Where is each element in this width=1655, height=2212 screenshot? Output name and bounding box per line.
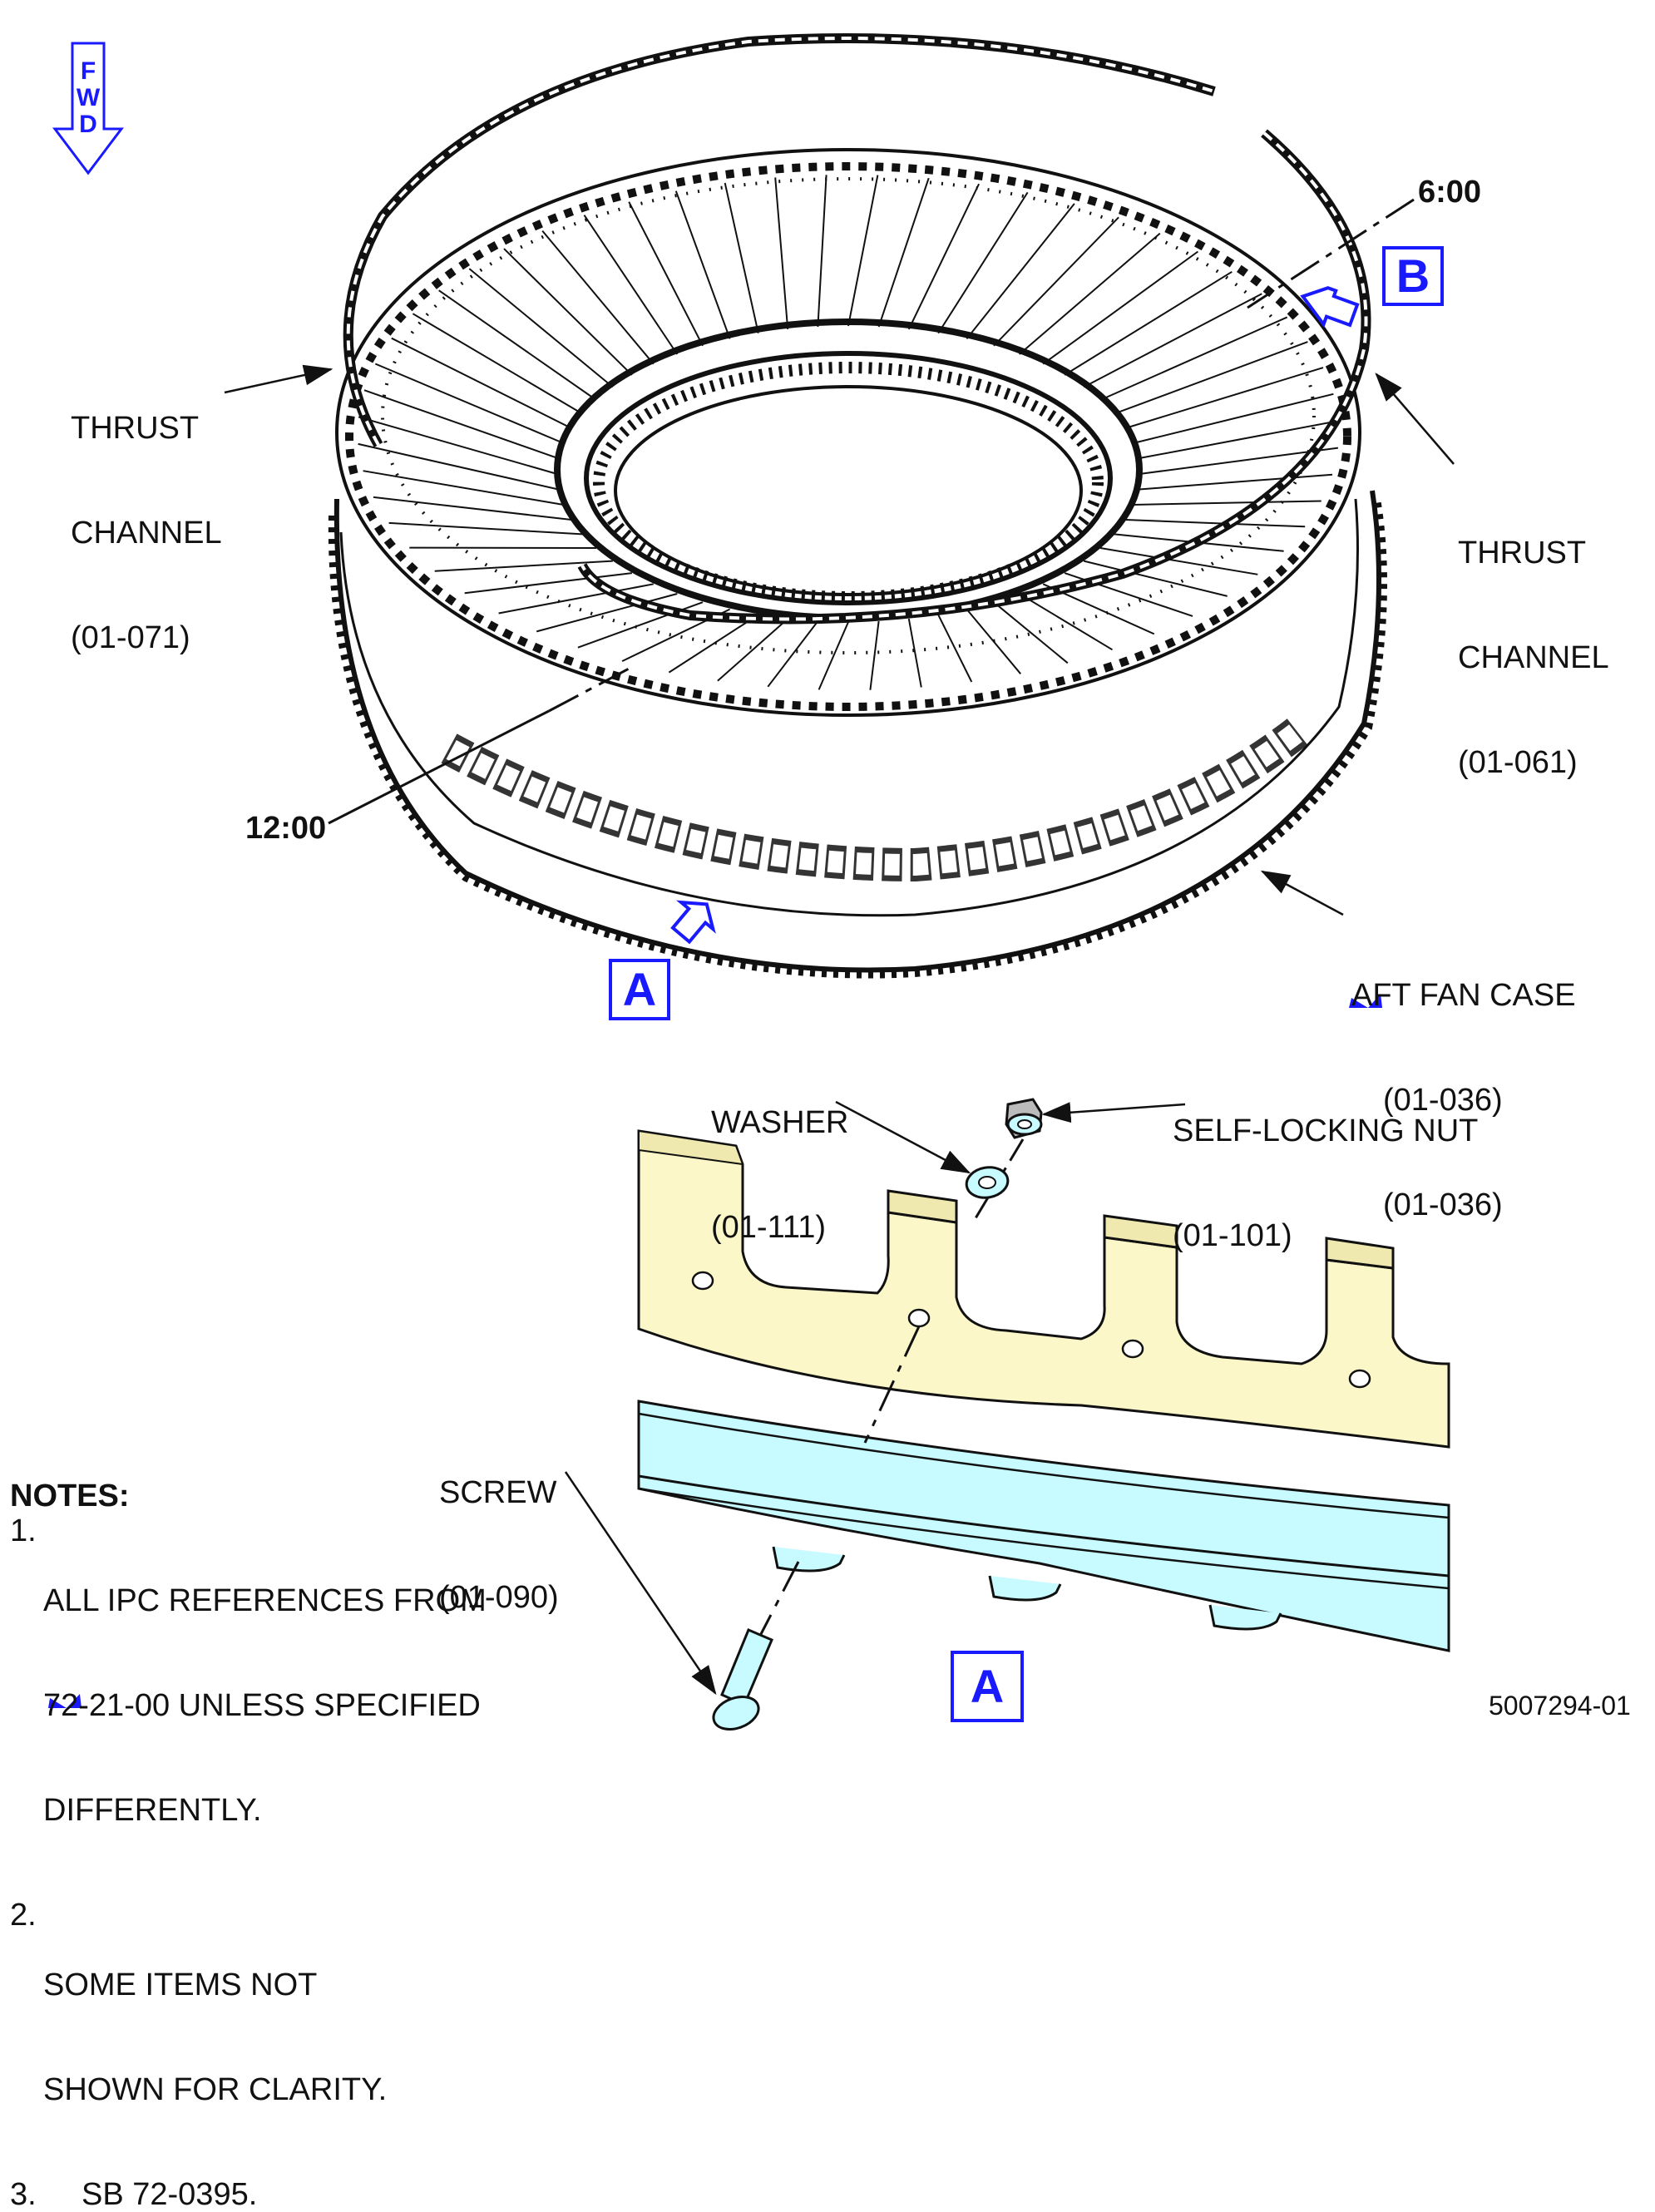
guide-vane [629, 202, 703, 346]
fwd-letter-w: W [72, 85, 105, 111]
clock-twelve: 12:00 [245, 811, 326, 846]
fwd-label: F W D [72, 58, 105, 138]
leader-nut [1044, 1104, 1185, 1114]
guide-vane [818, 175, 826, 327]
guide-vane [585, 215, 678, 354]
fwd-letter-f: F [72, 58, 105, 85]
detail-a-label: A [951, 1651, 1024, 1722]
guide-vane [1125, 520, 1305, 526]
thrust-channel-segment [639, 1401, 1449, 1651]
guide-vane [676, 191, 730, 339]
guide-vane [1138, 475, 1332, 490]
callout-self-locking-nut: SELF-LOCKING NUT (01-101) [1173, 1044, 1478, 1288]
note-1: 1. ALL IPC REFERENCES FROM 72-21-00 UNLE… [10, 1513, 487, 1898]
guide-vane [938, 192, 1027, 333]
guide-vane [909, 619, 921, 687]
guide-vane [870, 621, 878, 690]
guide-vane [358, 417, 557, 474]
view-b-label: B [1382, 246, 1444, 306]
guide-vane [768, 621, 818, 687]
aft-fan-case-top-rim [337, 150, 1360, 715]
guide-vane [966, 610, 1020, 674]
aft-fan-case-outer-band [337, 491, 1379, 970]
guide-vane [578, 602, 703, 648]
fwd-letter-d: D [72, 111, 105, 138]
notes-block: NOTES: 1. ALL IPC REFERENCES FROM 72-21-… [10, 1479, 487, 2212]
guide-vane [819, 622, 848, 689]
leader-thrust-channel-left [225, 369, 331, 393]
guide-vane [392, 338, 571, 428]
clock-six: 6:00 [1418, 175, 1481, 210]
guide-vane [1020, 594, 1113, 649]
guide-vane [504, 249, 632, 375]
guide-vane [775, 178, 788, 329]
leader-screw [566, 1472, 715, 1693]
guide-vane [413, 314, 582, 413]
screw [709, 1630, 772, 1735]
leader-aft-fan-case [1262, 871, 1343, 915]
guide-vane [848, 175, 877, 326]
callout-thrust-channel-left: THRUST CHANNEL (01-071) [71, 341, 222, 690]
guide-vane [439, 290, 596, 400]
guide-vanes [358, 175, 1339, 689]
guide-vane [389, 523, 583, 535]
guide-vane [542, 231, 654, 364]
inner-hub-ring [557, 322, 1139, 618]
leader-thrust-channel-right [1376, 374, 1454, 464]
callout-thrust-channel-right: THRUST CHANNEL (01-061) [1458, 466, 1609, 815]
note-2: 2. SOME ITEMS NOT SHOWN FOR CLARITY. [10, 1898, 487, 2177]
guide-vane [669, 615, 758, 672]
notes-heading: NOTES: [10, 1479, 487, 1513]
guide-vane [718, 619, 788, 681]
self-locking-nut [1006, 1099, 1041, 1138]
guide-vane [1114, 342, 1308, 414]
guide-vane [1133, 394, 1333, 443]
guide-vane [725, 183, 758, 333]
callout-washer: WASHER (01-111) [711, 1035, 848, 1280]
guide-vane [1133, 501, 1321, 506]
guide-vane [938, 615, 971, 682]
leader-washer [836, 1102, 969, 1173]
view-a-label: A [609, 959, 670, 1020]
note-3: 3. SB 72-0395. [10, 2177, 487, 2212]
figure-number: 5007294-01 [1489, 1688, 1631, 1723]
guide-vane [358, 444, 559, 490]
